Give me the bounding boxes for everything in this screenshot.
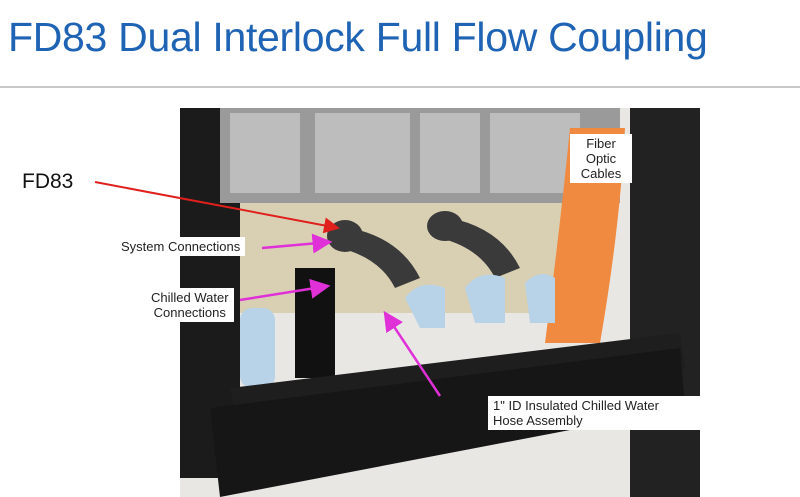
fiber-optic-label: Fiber Optic Cables xyxy=(570,134,632,183)
chilled-water-line-2: Connections xyxy=(153,305,226,320)
fd83-label: FD83 xyxy=(22,170,74,193)
hose-assembly-label: 1" ID Insulated Chilled Water Hose Assem… xyxy=(488,396,703,430)
hose-line-2: Hose Assembly xyxy=(493,413,583,428)
chilled-water-label: Chilled Water Connections xyxy=(146,288,234,322)
hose-arrow xyxy=(383,310,442,397)
system-connections-label: System Connections xyxy=(116,237,246,256)
fd83-arrow xyxy=(94,181,340,234)
fiber-line-2: Optic xyxy=(585,151,617,166)
slide-title: FD83 Dual Interlock Full Flow Coupling xyxy=(8,14,708,60)
title-divider xyxy=(0,86,800,88)
hose-line-1: 1" ID Insulated Chilled Water xyxy=(493,398,659,413)
fiber-line-1: Fiber xyxy=(586,136,616,151)
chilled-water-line-1: Chilled Water xyxy=(151,290,229,305)
chilled-water-arrow xyxy=(239,278,331,302)
system-connections-arrow xyxy=(261,233,333,254)
fiber-line-3: Cables xyxy=(580,166,622,181)
